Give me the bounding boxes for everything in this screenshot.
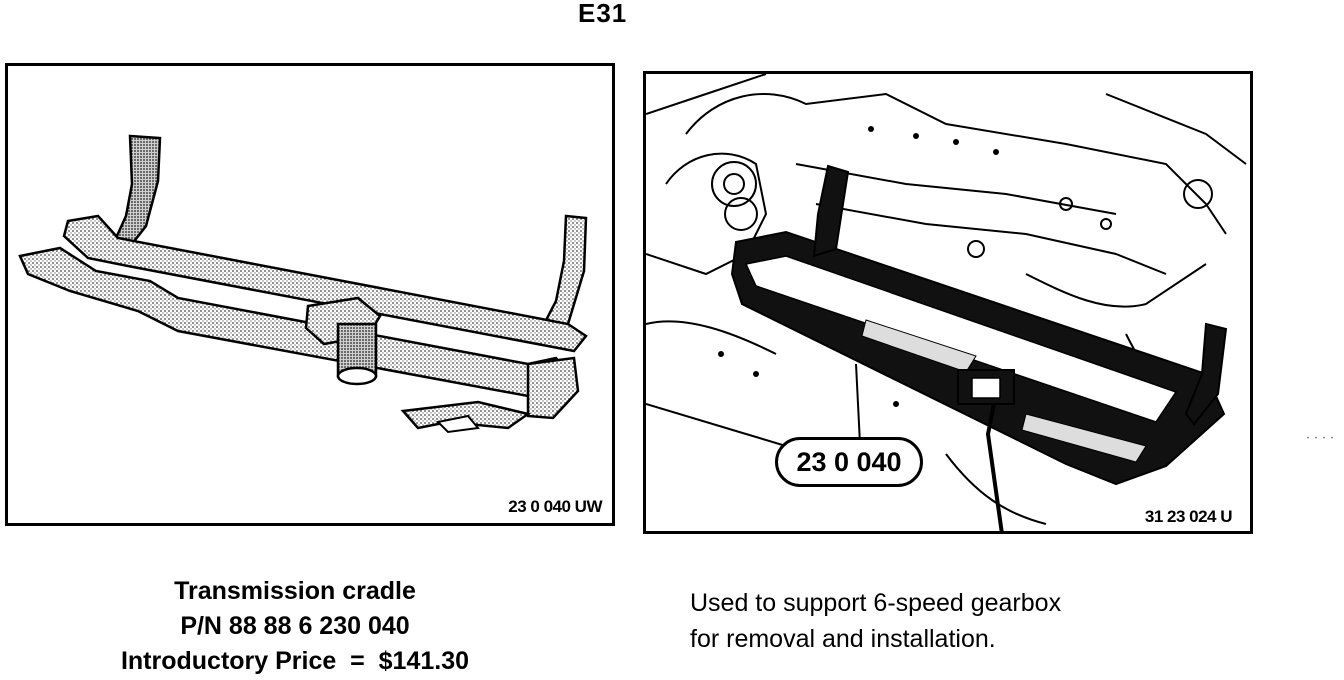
- tool-caption: Transmission cradle P/N 88 88 6 230 040 …: [95, 574, 495, 679]
- tool-name: Transmission cradle: [174, 577, 416, 605]
- left-figure-code: 23 0 040 UW: [508, 497, 602, 516]
- tool-part-number: P/N 88 88 6 230 040: [180, 612, 410, 640]
- installation-illustration: [646, 74, 1247, 531]
- right-figure-code: 31 23 024 U: [1144, 507, 1233, 526]
- usage-line-2: for removal and installation.: [690, 625, 996, 653]
- scan-speck: [1307, 436, 1333, 439]
- cradle-illustration-panel: 23 0 040 UW: [5, 63, 615, 526]
- tool-price: Introductory Price = $141.30: [120, 647, 470, 675]
- part-number-callout: 23 0 040: [775, 437, 923, 487]
- installation-illustration-panel: 23 0 040 31 23 024 U: [643, 71, 1253, 534]
- page-heading: E31: [578, 0, 628, 28]
- usage-caption: Used to support 6-speed gearbox for remo…: [690, 585, 1061, 657]
- usage-line-1: Used to support 6-speed gearbox: [690, 589, 1062, 617]
- cradle-illustration: [18, 134, 588, 434]
